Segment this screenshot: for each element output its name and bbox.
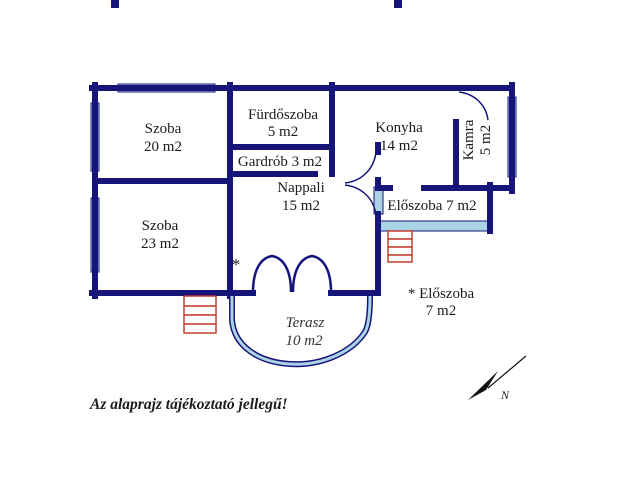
room-konyha: Konyha 14 m2 [375,120,423,154]
compass-tail [487,355,527,389]
gardrob-label: Gardrób 3 m2 [238,154,322,170]
stairs-left [183,295,217,334]
room-kamra: Kamra 5 m2 [461,119,494,160]
asterisk-marker: * [232,255,241,274]
eloszoba-label: Előszoba 7 m2 [387,198,476,214]
szoba20-name: Szoba [145,121,182,137]
terasz-area: 10 m2 [285,333,323,349]
szoba23-area: 23 m2 [141,236,179,252]
compass-n-label: N [500,388,510,402]
scan-artifacts [111,0,402,8]
nappali-name: Nappali [277,180,324,196]
room-furdoszoba: Fürdőszoba 5 m2 [248,107,318,140]
eloszoba-note-line1: * Előszoba [408,286,475,302]
furdoszoba-name: Fürdőszoba [248,107,318,123]
north-compass: N [468,355,527,402]
room-nappali: Nappali 15 m2 [277,180,324,214]
walls [89,82,515,299]
szoba20-area: 20 m2 [144,139,182,155]
kamra-area: 5 m2 [478,125,494,155]
door-arcs [344,91,489,216]
room-szoba-23: Szoba 23 m2 [141,218,179,252]
door-arc-konyha [344,151,377,184]
nappali-area: 15 m2 [282,198,320,214]
eloszoba-note-line2: 7 m2 [426,303,456,319]
kamra-name: Kamra [461,119,477,160]
window-eloszoba-bottom [377,220,491,232]
room-terasz: Terasz 10 m2 [285,315,324,349]
furdoszoba-area: 5 m2 [268,124,298,140]
terrace-outline [229,295,373,368]
konyha-name: Konyha [375,120,423,136]
eloszoba-note: * Előszoba 7 m2 [408,286,475,319]
room-gardrob: Gardrób 3 m2 [238,154,322,170]
terasz-name: Terasz [286,315,325,331]
door-arc-eloszoba [344,184,377,216]
terrace-door-arches [251,254,333,293]
room-eloszoba: Előszoba 7 m2 [387,198,476,214]
disclaimer-text: Az alaprajz tájékoztató jellegű! [89,396,288,413]
szoba23-name: Szoba [142,218,179,234]
room-szoba-20: Szoba 20 m2 [144,121,182,155]
stairs-right [387,230,413,263]
compass-arrow-icon [468,371,498,400]
konyha-area: 14 m2 [380,138,418,154]
door-arc-kamra [458,91,489,121]
